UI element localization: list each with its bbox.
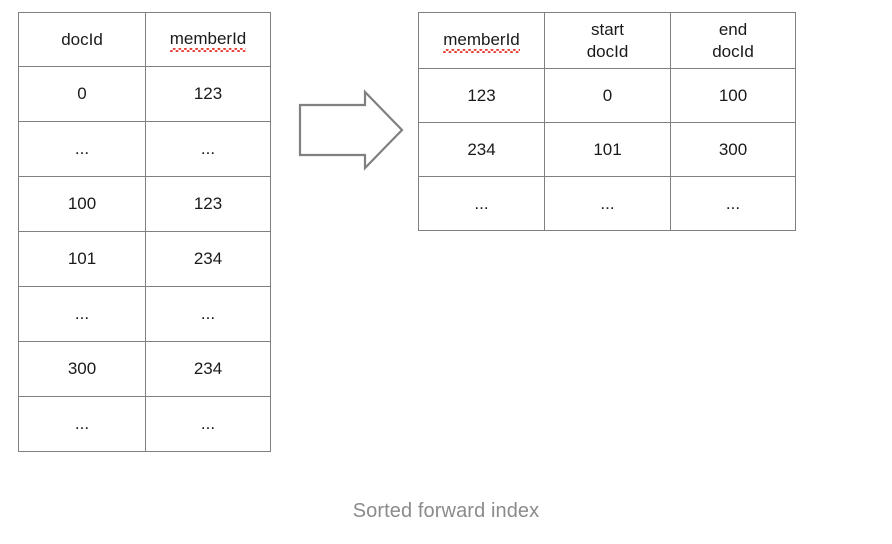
table-row: ... ...	[18, 396, 271, 452]
column-header-label: end docId	[712, 20, 754, 61]
table-row: ... ...	[18, 121, 271, 177]
cell-memberid: 234	[145, 231, 271, 287]
table-row: 0 123	[18, 66, 271, 122]
diagram-caption: Sorted forward index	[352, 500, 540, 522]
table-row: ... ...	[18, 286, 271, 342]
column-header-label: start docId	[586, 20, 629, 61]
column-header-memberid: memberId	[418, 12, 545, 69]
cell-end-docid: 100	[670, 68, 796, 123]
member-range-table: memberId start docId end docId 123 0 100…	[418, 12, 796, 231]
column-header-label: memberId	[169, 28, 246, 53]
column-header-memberid: memberId	[145, 12, 271, 67]
table-row: 300 234	[18, 341, 271, 397]
table-row: 101 234	[18, 231, 271, 287]
table-row: 123 0 100	[418, 68, 796, 123]
table-row: 234 101 300	[418, 122, 796, 177]
cell-docid: 101	[18, 231, 146, 287]
forward-index-table: docId memberId 0 123 ... ... 100 123 101	[18, 12, 271, 452]
column-header-label: memberId	[443, 29, 520, 54]
cell-memberid: ...	[145, 396, 271, 452]
cell-memberid: ...	[418, 176, 545, 231]
table-row: ... ... ...	[418, 176, 796, 231]
cell-docid: 0	[18, 66, 146, 122]
column-header-docid: docId	[18, 12, 146, 67]
right-block-arrow-icon	[298, 89, 404, 171]
cell-memberid: 123	[145, 176, 271, 232]
table-header-row: docId memberId	[18, 12, 271, 67]
arrow-shape	[298, 89, 404, 171]
cell-memberid: ...	[145, 286, 271, 342]
cell-start-docid: 101	[544, 122, 671, 177]
cell-start-docid: 0	[544, 68, 671, 123]
cell-memberid: 123	[418, 68, 545, 123]
cell-docid: ...	[18, 396, 146, 452]
cell-docid: 100	[18, 176, 146, 232]
cell-docid: 300	[18, 341, 146, 397]
cell-memberid: 234	[418, 122, 545, 177]
cell-docid: ...	[18, 286, 146, 342]
table-row: 100 123	[18, 176, 271, 232]
cell-memberid: ...	[145, 121, 271, 177]
column-header-end-docid: end docId	[670, 12, 796, 69]
column-header-start-docid: start docId	[544, 12, 671, 69]
cell-memberid: 234	[145, 341, 271, 397]
cell-end-docid: ...	[670, 176, 796, 231]
table-header-row: memberId start docId end docId	[418, 12, 796, 69]
cell-docid: ...	[18, 121, 146, 177]
column-header-label: docId	[61, 29, 103, 49]
cell-start-docid: ...	[544, 176, 671, 231]
cell-memberid: 123	[145, 66, 271, 122]
cell-end-docid: 300	[670, 122, 796, 177]
